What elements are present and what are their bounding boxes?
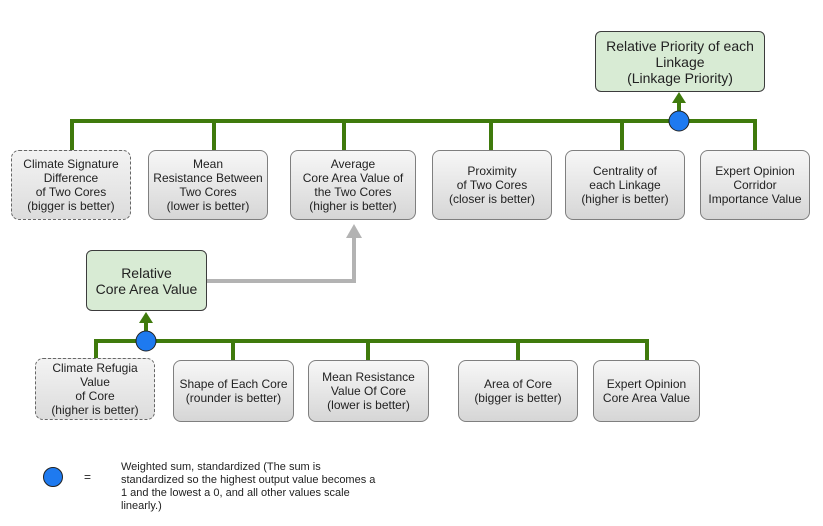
legend-equals: = (84, 470, 92, 484)
linkage-priority-box: Relative Priority of each Linkage (Linka… (595, 31, 765, 92)
weighted-sum-node-top (668, 110, 690, 132)
linkage-factor-box-1: Climate Signature Difference of Two Core… (11, 150, 131, 220)
linkage-factor-box-2: Mean Resistance Between Two Cores (lower… (148, 150, 268, 220)
core-factor-box-3: Mean Resistance Value Of Core (lower is … (308, 360, 429, 422)
arrowhead-mid (139, 312, 153, 323)
relative-core-area-value-box: Relative Core Area Value (86, 250, 207, 311)
core-factor-box-1: Climate Refugia Value of Core (higher is… (35, 358, 155, 420)
linkage-bus (70, 102, 757, 150)
linkage-factor-box-4: Proximity of Two Cores (closer is better… (432, 150, 552, 220)
arrowhead-gray (346, 224, 362, 238)
legend-description: Weighted sum, standardized (The sum is s… (121, 461, 376, 512)
weighted-sum-node-mid (135, 330, 157, 352)
linkage-factor-box-5: Centrality of each Linkage (higher is be… (565, 150, 685, 220)
legend-weighted-sum-icon (43, 467, 63, 487)
linkage-factor-box-3: Average Core Area Value of the Two Cores… (290, 150, 416, 220)
core-factor-box-4: Area of Core (bigger is better) (458, 360, 578, 422)
arrowhead-top (672, 92, 686, 103)
gray-connector (207, 236, 356, 283)
core-factor-box-5: Expert Opinion Core Area Value (593, 360, 700, 422)
core-factor-box-2: Shape of Each Core (rounder is better) (173, 360, 294, 422)
linkage-factor-box-6: Expert Opinion Corridor Importance Value (700, 150, 810, 220)
core-bus (94, 322, 649, 360)
